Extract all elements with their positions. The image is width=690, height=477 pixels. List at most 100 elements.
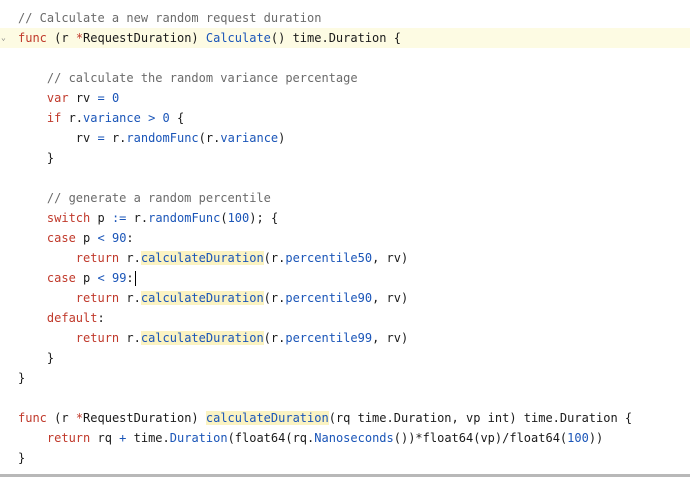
code-token: r. bbox=[119, 331, 141, 345]
code-line[interactable]: return r.calculateDuration(r.percentile9… bbox=[0, 328, 690, 348]
code-token: percentile50 bbox=[285, 251, 373, 265]
code-token: Nanoseconds bbox=[314, 431, 394, 445]
code-token: var bbox=[46, 91, 69, 105]
code-token: return bbox=[75, 331, 120, 345]
code-token: r. bbox=[61, 111, 84, 125]
code-token: { bbox=[169, 111, 185, 125]
code-token: 90 bbox=[111, 231, 127, 245]
code-token: (r. bbox=[198, 131, 221, 145]
code-token: } bbox=[18, 371, 26, 385]
code-line[interactable]: // generate a random percentile bbox=[0, 188, 690, 208]
horizontal-scrollbar[interactable] bbox=[0, 474, 690, 477]
code-token: rv bbox=[18, 131, 98, 145]
code-token: () time.Duration { bbox=[270, 31, 401, 45]
code-line[interactable]: } bbox=[0, 368, 690, 388]
code-token: } bbox=[18, 451, 26, 465]
code-token: // Calculate a new random request durati… bbox=[18, 11, 322, 25]
text-cursor bbox=[134, 271, 136, 286]
code-token: rq bbox=[90, 431, 120, 445]
code-line[interactable]: var rv = 0 bbox=[0, 88, 690, 108]
code-line[interactable]: case p < 90: bbox=[0, 228, 690, 248]
code-token: * bbox=[75, 411, 84, 425]
code-token bbox=[141, 111, 148, 125]
code-line[interactable]: case p < 99: bbox=[0, 268, 690, 288]
code-line[interactable]: ⌄func (r *RequestDuration) Calculate() t… bbox=[0, 28, 690, 48]
code-token: = bbox=[97, 131, 105, 145]
code-token: 99 bbox=[111, 271, 127, 285]
code-line[interactable]: return r.calculateDuration(r.percentile9… bbox=[0, 288, 690, 308]
code-token bbox=[18, 311, 47, 325]
code-token: * bbox=[75, 31, 84, 45]
code-token: func bbox=[18, 411, 47, 425]
code-token: (r. bbox=[263, 291, 286, 305]
code-token: r. bbox=[126, 211, 149, 225]
code-token bbox=[18, 211, 47, 225]
code-line[interactable]: return r.calculateDuration(r.percentile5… bbox=[0, 248, 690, 268]
code-token: )) bbox=[588, 431, 604, 445]
code-token bbox=[18, 71, 47, 85]
code-token: variance bbox=[83, 111, 141, 125]
code-line[interactable]: } bbox=[0, 448, 690, 468]
code-token: func bbox=[18, 31, 47, 45]
code-token: ())*float64(vp)/float64( bbox=[393, 431, 568, 445]
code-token: < bbox=[97, 271, 105, 285]
code-line[interactable]: // Calculate a new random request durati… bbox=[0, 8, 690, 28]
code-token: calculateDuration bbox=[140, 251, 264, 265]
code-line[interactable] bbox=[0, 168, 690, 188]
chevron-down-icon[interactable]: ⌄ bbox=[1, 33, 6, 42]
code-token: + bbox=[119, 431, 127, 445]
code-token: < bbox=[97, 231, 105, 245]
code-token: ) bbox=[278, 131, 286, 145]
code-line[interactable] bbox=[0, 48, 690, 68]
code-token: p bbox=[90, 211, 112, 225]
code-token: : bbox=[126, 231, 134, 245]
code-token: case bbox=[46, 231, 76, 245]
code-line[interactable]: return rq + time.Duration(float64(rq.Nan… bbox=[0, 428, 690, 448]
code-token: calculateDuration bbox=[140, 291, 264, 305]
code-line[interactable]: default: bbox=[0, 308, 690, 328]
code-token: r. bbox=[119, 251, 141, 265]
code-line[interactable]: func (r *RequestDuration) calculateDurat… bbox=[0, 408, 690, 428]
code-token: randomFunc bbox=[148, 211, 221, 225]
code-token: } bbox=[18, 351, 55, 365]
code-token: // calculate the random variance percent… bbox=[46, 71, 358, 85]
code-line[interactable] bbox=[0, 388, 690, 408]
code-token: , rv) bbox=[372, 251, 409, 265]
code-line[interactable]: // calculate the random variance percent… bbox=[0, 68, 690, 88]
code-token: > bbox=[148, 111, 156, 125]
code-line[interactable]: } bbox=[0, 148, 690, 168]
code-token bbox=[18, 271, 47, 285]
code-token: calculateDuration bbox=[140, 331, 264, 345]
code-token: calculateDuration bbox=[205, 411, 329, 425]
code-token: randomFunc bbox=[126, 131, 199, 145]
code-token: return bbox=[46, 431, 91, 445]
code-token bbox=[105, 271, 112, 285]
code-token: (rq time.Duration, vp int) time.Duration… bbox=[328, 411, 633, 425]
code-token: 100 bbox=[567, 431, 589, 445]
code-token: variance bbox=[220, 131, 279, 145]
code-token: Duration bbox=[169, 431, 228, 445]
code-token: (r bbox=[46, 31, 76, 45]
code-token bbox=[18, 331, 76, 345]
code-token: percentile90 bbox=[285, 291, 373, 305]
code-token bbox=[18, 291, 76, 305]
code-token: r. bbox=[104, 131, 127, 145]
code-token: 0 bbox=[162, 111, 170, 125]
code-token bbox=[18, 111, 47, 125]
code-line[interactable]: switch p := r.randomFunc(100); { bbox=[0, 208, 690, 228]
code-token: (r. bbox=[263, 331, 286, 345]
code-token: default bbox=[46, 311, 98, 325]
code-token: : bbox=[126, 271, 134, 285]
code-token: ); { bbox=[249, 211, 279, 225]
code-token bbox=[18, 231, 47, 245]
code-token: // generate a random percentile bbox=[46, 191, 271, 205]
code-token: 0 bbox=[111, 91, 120, 105]
code-token: percentile99 bbox=[285, 331, 373, 345]
code-token: RequestDuration) bbox=[83, 31, 206, 45]
code-line[interactable]: } bbox=[0, 348, 690, 368]
code-area[interactable]: // Calculate a new random request durati… bbox=[0, 8, 690, 468]
code-line[interactable]: rv = r.randomFunc(r.variance) bbox=[0, 128, 690, 148]
code-line[interactable]: if r.variance > 0 { bbox=[0, 108, 690, 128]
code-token bbox=[155, 111, 162, 125]
